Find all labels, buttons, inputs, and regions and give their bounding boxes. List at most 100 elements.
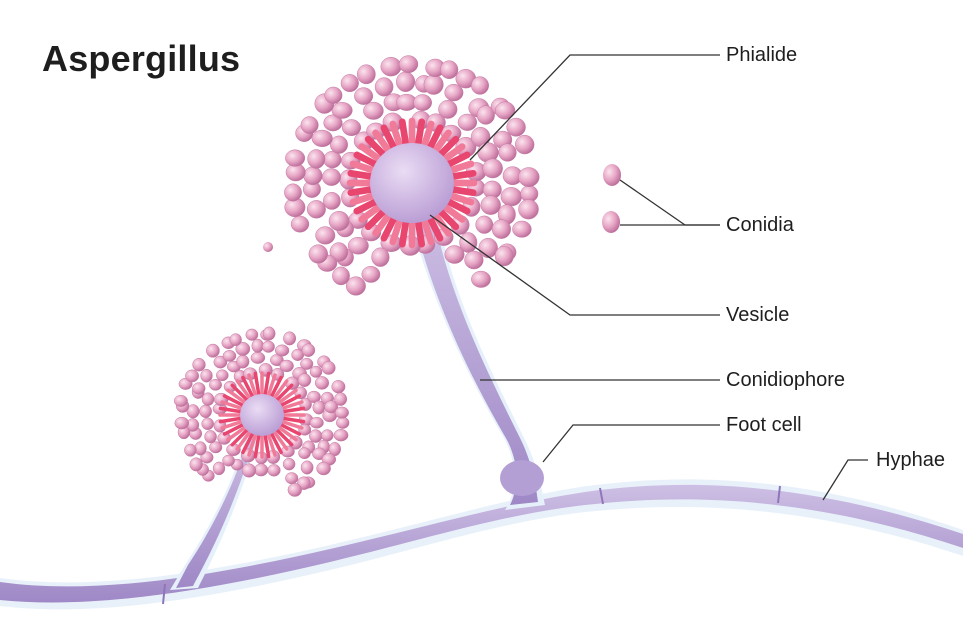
conidium <box>324 400 339 414</box>
phialide <box>426 124 444 151</box>
vesicle-large <box>370 143 454 223</box>
phialide <box>347 169 376 181</box>
phialide <box>272 429 289 451</box>
conidium <box>184 443 197 457</box>
conidium <box>279 359 294 373</box>
phialide <box>436 135 460 159</box>
conidium <box>287 483 302 497</box>
phialide <box>218 416 244 424</box>
phialide <box>220 400 245 411</box>
phialide <box>276 388 298 405</box>
conidium <box>192 357 206 372</box>
conidium <box>331 102 353 119</box>
conidium <box>173 394 188 407</box>
phialide <box>230 427 250 447</box>
vesicle-small <box>240 394 284 436</box>
conidium <box>341 119 362 136</box>
phialide <box>432 129 452 154</box>
phialide <box>280 416 306 424</box>
phialide <box>446 160 475 174</box>
conidium <box>308 244 328 264</box>
phialide <box>222 394 246 408</box>
phialide <box>279 400 304 411</box>
conidium <box>307 390 321 403</box>
conidium <box>300 460 314 475</box>
conidium <box>186 404 200 419</box>
conidium <box>396 71 416 92</box>
phialide <box>426 215 444 242</box>
phialide <box>414 118 426 147</box>
phialide <box>448 169 477 181</box>
conidium <box>413 94 432 111</box>
phialide <box>247 432 258 457</box>
phialide <box>398 118 410 147</box>
conidium <box>307 149 326 169</box>
phialide <box>266 373 277 398</box>
phialide <box>380 124 398 151</box>
conidium <box>216 369 229 382</box>
phialide <box>266 432 277 457</box>
conidium <box>480 195 501 215</box>
phialide <box>218 406 244 414</box>
phialide-layer-large <box>346 117 478 249</box>
conidium <box>213 355 228 369</box>
phialide <box>372 212 392 237</box>
conidium <box>363 101 384 120</box>
conidium <box>251 338 264 353</box>
phialide <box>253 433 261 459</box>
conidium <box>212 461 226 476</box>
conidium <box>500 187 522 207</box>
conidium <box>309 429 323 443</box>
conidium <box>444 83 464 102</box>
free-conidium <box>602 211 620 233</box>
phialide <box>276 425 298 442</box>
phialide <box>278 394 302 408</box>
conidium <box>314 376 330 390</box>
phialide-layer-small <box>218 371 306 459</box>
phialide <box>421 120 435 149</box>
conidium <box>464 250 484 270</box>
conidium <box>354 87 374 105</box>
phialide <box>247 373 258 398</box>
conidium <box>192 382 206 395</box>
phialide <box>353 151 380 169</box>
phialide <box>444 197 471 215</box>
conidium <box>476 105 495 125</box>
conidium <box>333 429 349 442</box>
conidium <box>518 199 539 220</box>
label-vesicle: Vesicle <box>726 304 790 326</box>
conidium <box>321 361 336 375</box>
conidium <box>380 57 402 77</box>
conidium <box>300 357 314 370</box>
phialide <box>441 203 466 223</box>
conidium <box>297 373 312 387</box>
phialide <box>241 431 255 455</box>
phialide <box>269 431 283 455</box>
conidium <box>345 276 366 296</box>
conidium <box>309 416 324 429</box>
conidium <box>200 451 214 464</box>
label-phialide: Phialide <box>726 44 798 66</box>
phialide <box>263 433 271 459</box>
conidium <box>498 143 517 162</box>
conidium <box>206 343 220 358</box>
label-conidia: Conidia <box>726 214 794 236</box>
phialide <box>274 427 294 447</box>
conidium <box>298 447 311 460</box>
phialide <box>241 375 255 399</box>
phialide <box>364 135 388 159</box>
conidium <box>347 236 369 255</box>
conidium <box>340 74 359 93</box>
phialide <box>421 217 435 246</box>
conidium <box>274 344 290 357</box>
phialide <box>222 422 246 436</box>
label-hyphae: Hyphae <box>876 449 945 471</box>
conidium <box>475 215 494 234</box>
phialide <box>372 129 392 154</box>
leader-hyphae <box>822 459 868 501</box>
conidium <box>236 354 250 369</box>
conidium <box>512 220 532 238</box>
conidium <box>290 215 310 233</box>
phialide <box>358 143 383 163</box>
